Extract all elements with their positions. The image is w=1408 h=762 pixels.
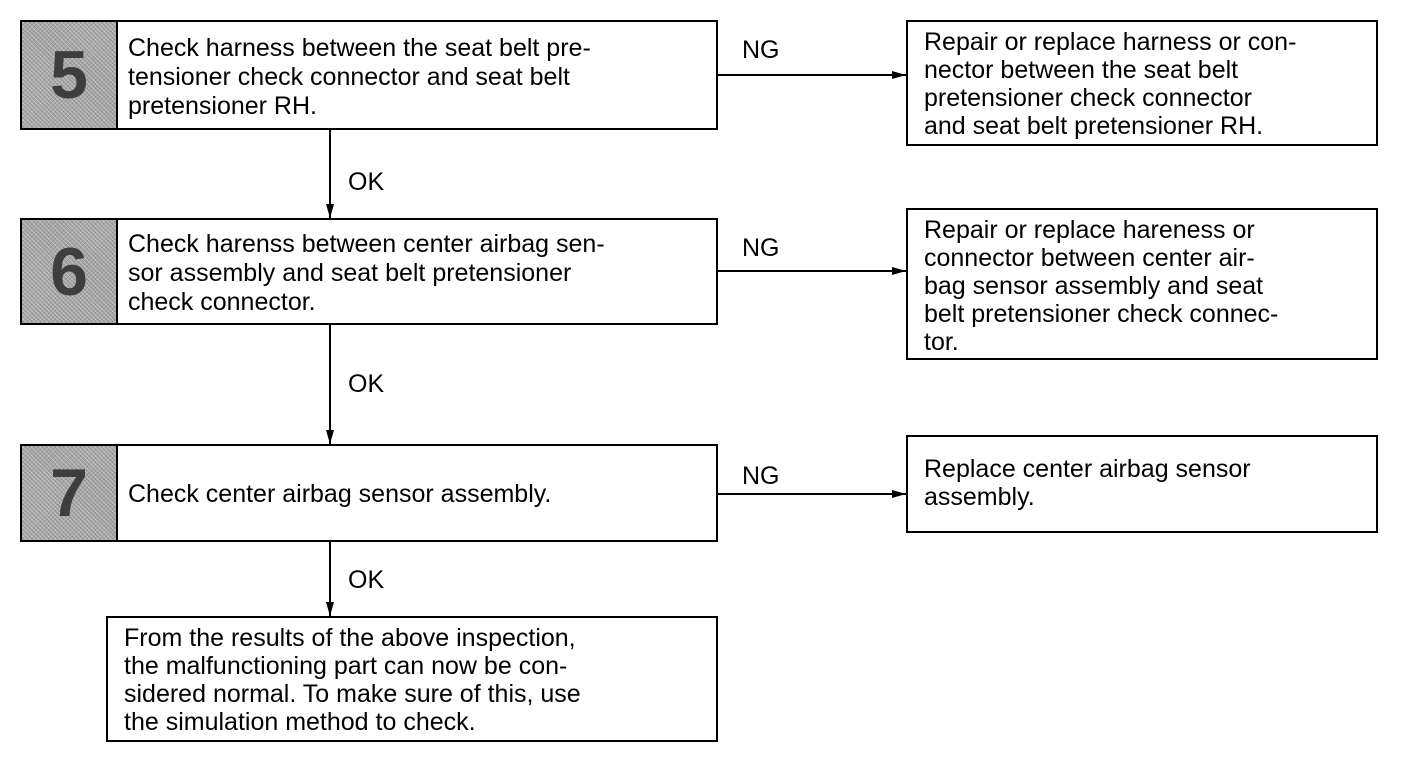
ng-label-5: NG [742, 36, 780, 64]
step-5-box: 5 Check harness between the seat belt pr… [20, 20, 718, 130]
ng-result-5-text: Repair or replace harness or con- nector… [924, 28, 1297, 140]
step-6-number: 6 [22, 220, 118, 323]
step-7-box: 7 Check center airbag sensor assembly. [20, 444, 718, 542]
final-result-text: From the results of the above inspection… [124, 624, 581, 736]
step-6-box: 6 Check harenss between center airbag se… [20, 218, 718, 325]
ok-label-6: OK [348, 370, 385, 398]
step-6-text: Check harenss between center airbag sen-… [128, 230, 605, 316]
step-7-number: 7 [22, 446, 118, 540]
ng-label-6: NG [742, 234, 780, 262]
step-7-text: Check center airbag sensor assembly. [128, 480, 552, 508]
final-result-box: From the results of the above inspection… [106, 616, 718, 742]
step-5-text: Check harness between the seat belt pre-… [128, 34, 591, 120]
step-5-number: 5 [22, 22, 118, 128]
ng-result-7-box: Replace center airbag sensor assembly. [906, 435, 1378, 533]
ok-label-5: OK [348, 168, 385, 196]
ng-result-5-box: Repair or replace harness or con- nector… [906, 20, 1378, 146]
ok-label-7: OK [348, 566, 385, 594]
ng-label-7: NG [742, 462, 780, 490]
ng-result-6-text: Repair or replace hareness or connector … [924, 216, 1279, 356]
ng-result-7-text: Replace center airbag sensor assembly. [924, 455, 1251, 511]
ng-result-6-box: Repair or replace hareness or connector … [906, 208, 1378, 360]
